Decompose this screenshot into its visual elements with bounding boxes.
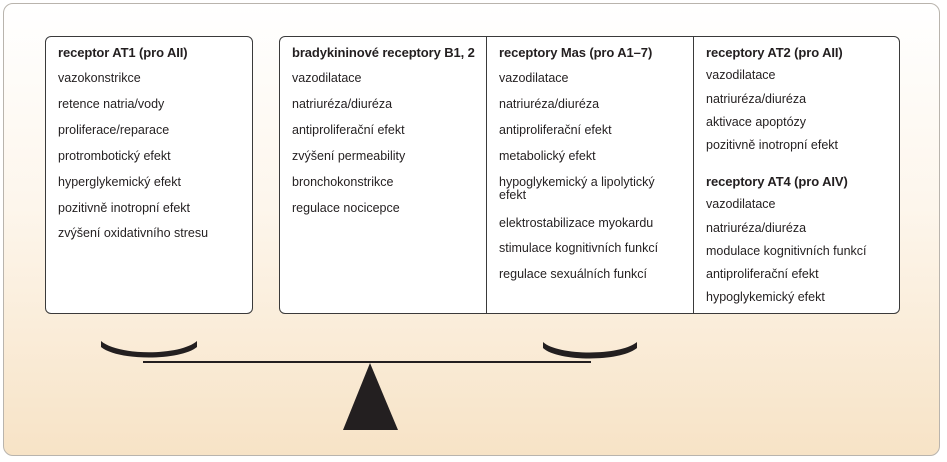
at4-effect-item: hypoglykemický efekt <box>706 290 825 304</box>
at4-effect-item: antiproliferační efekt <box>706 267 819 281</box>
mas-title: receptory Mas (pro A1–7) <box>499 45 653 60</box>
scale-beam <box>143 361 591 363</box>
at1-effect-item: vazokonstrikce <box>58 71 141 85</box>
at1-effect-item: protrombotický efekt <box>58 149 171 163</box>
right-scale-pan <box>543 342 637 359</box>
bradykinin-effect-item: antiproliferační efekt <box>292 123 405 137</box>
at4-effect-item: natriuréza/diuréza <box>706 221 807 235</box>
at2-title: receptory AT2 (pro AII) <box>706 45 843 60</box>
bradykinin-title: bradykininové receptory B1, 2 <box>292 45 475 60</box>
mas-effect-item: elektrostabilizace myokardu <box>499 216 654 230</box>
bradykinin-effect-item: regulace nocicepce <box>292 201 400 215</box>
at2-effect-item: aktivace apoptózy <box>706 115 807 129</box>
mas-effect-item: metabolický efekt <box>499 149 596 163</box>
bradykinin-effect-item: vazodilatace <box>292 71 362 85</box>
mas-effect-item: hypoglykemický a lipolytický efekt <box>499 175 655 202</box>
at1-title: receptor AT1 (pro AII) <box>58 45 188 60</box>
counter-receptors-box: bradykininové receptory B1, 2 vazodilata… <box>279 36 900 314</box>
at4-title: receptory AT4 (pro AIV) <box>706 174 848 189</box>
at1-effect-item: proliferace/reparace <box>58 123 170 137</box>
bradykinin-effect-item: zvýšení permeability <box>292 149 406 163</box>
scale-fulcrum <box>343 363 398 430</box>
left-scale-pan <box>101 341 197 358</box>
at2-effect-item: natriuréza/diuréza <box>706 92 807 106</box>
mas-effect-item: vazodilatace <box>499 71 569 85</box>
mas-effect-item: regulace sexuálních funkcí <box>499 267 648 281</box>
bradykinin-column: bradykininové receptory B1, 2 vazodilata… <box>280 37 486 313</box>
at4-effect-item: modulace kognitivních funkcí <box>706 244 867 258</box>
at1-effect-item: pozitivně inotropní efekt <box>58 201 191 215</box>
at1-effect-item: retence natria/vody <box>58 97 165 111</box>
mas-effect-item: antiproliferační efekt <box>499 123 612 137</box>
at2-effect-item: vazodilatace <box>706 68 776 82</box>
bradykinin-effect-item: natriuréza/diuréza <box>292 97 393 111</box>
at2-effect-item: pozitivně inotropní efekt <box>706 138 839 152</box>
bradykinin-effect-item: bronchokonstrikce <box>292 175 394 189</box>
at1-receptor-box: receptor AT1 (pro AII) vazokonstrikce re… <box>45 36 253 314</box>
at2-at4-column: receptory AT2 (pro AII) vazodilatace nat… <box>693 37 900 313</box>
at1-effect-item: zvýšení oxidativního stresu <box>58 226 209 240</box>
at4-effect-item: vazodilatace <box>706 197 776 211</box>
mas-column: receptory Mas (pro A1–7) vazodilatace na… <box>486 37 694 313</box>
at1-effect-item: hyperglykemický efekt <box>58 175 181 189</box>
mas-effect-item: natriuréza/diuréza <box>499 97 600 111</box>
mas-effect-item: stimulace kognitivních funkcí <box>499 241 659 255</box>
